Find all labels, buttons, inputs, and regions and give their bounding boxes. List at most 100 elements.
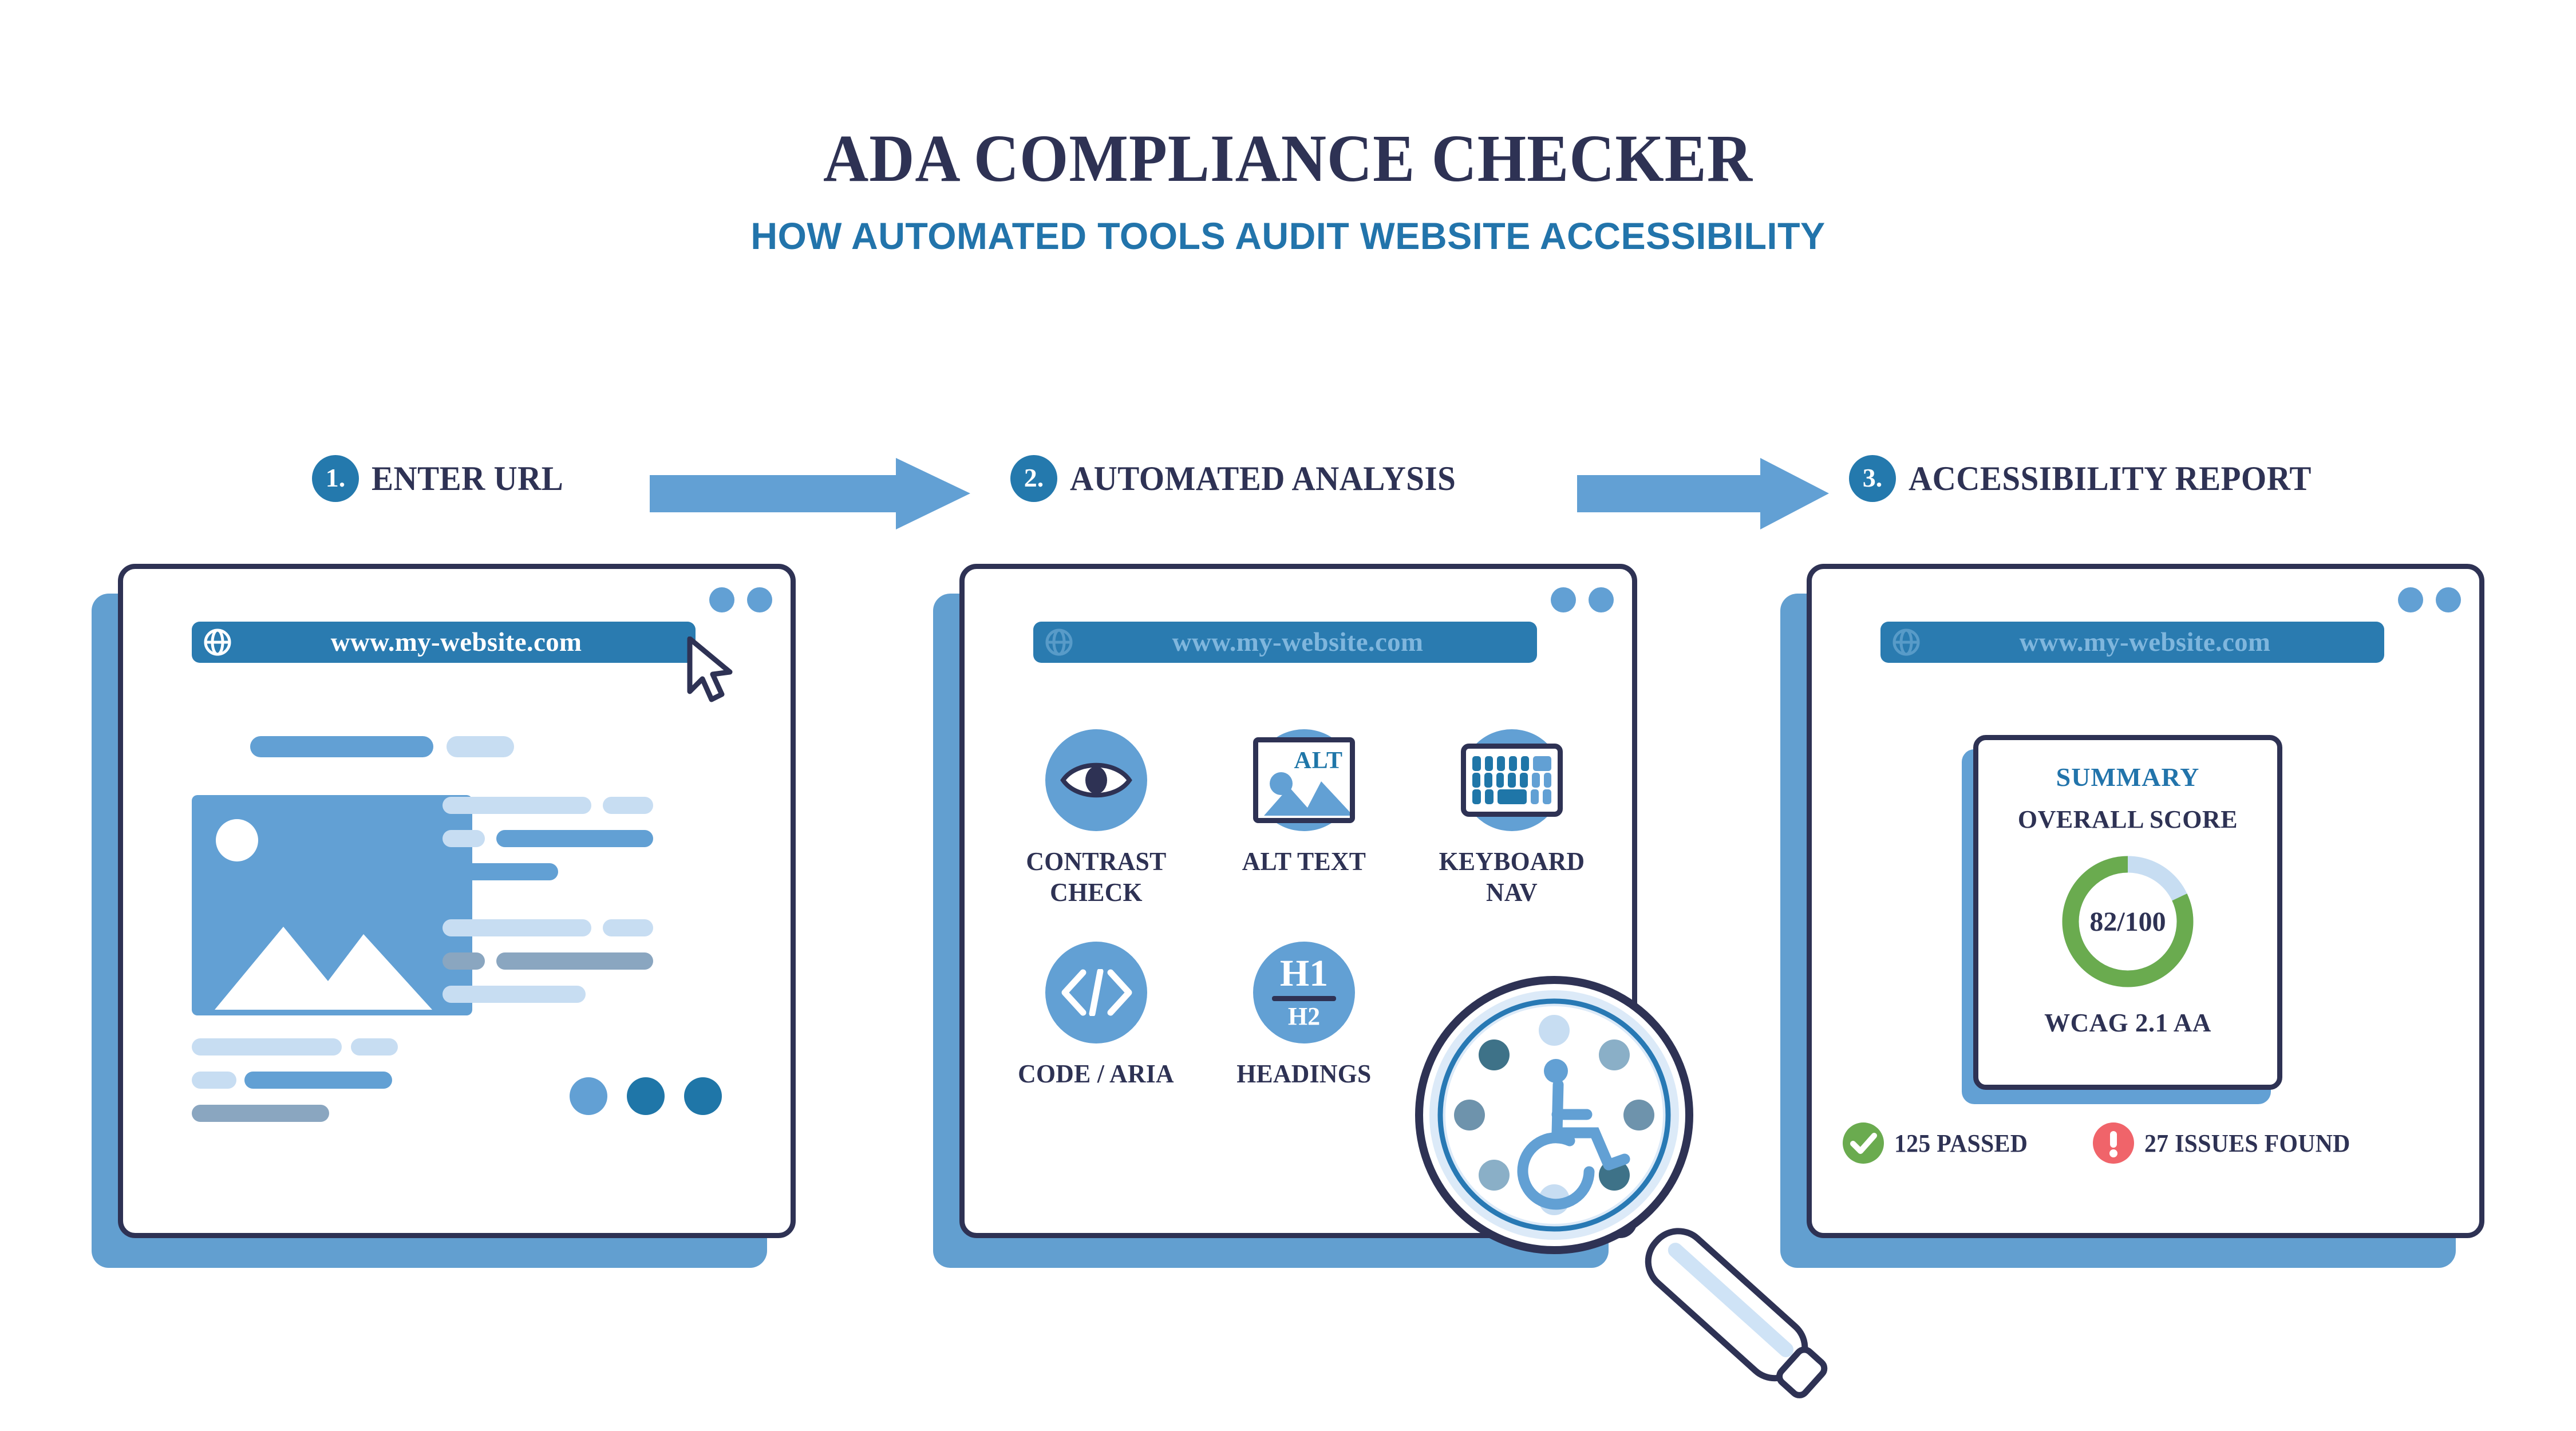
heading-h1-label: H1 xyxy=(1279,952,1329,995)
headings-icon: H1 H2 xyxy=(1253,941,1355,1043)
check-item-alt-text[interactable]: ALT ALT TEXT xyxy=(1215,729,1393,877)
page-dots xyxy=(570,1077,722,1115)
window-dot-1[interactable] xyxy=(1551,587,1576,612)
content-bar xyxy=(351,1038,398,1056)
heading-levels: H1 H2 xyxy=(1271,952,1336,1030)
url-text-2: www.my-website.com xyxy=(1172,627,1424,657)
check-item-keyboard-nav[interactable]: KEYBOARD NAV xyxy=(1423,729,1601,908)
step-label-3: ACCESSIBILITY REPORT xyxy=(1909,459,2312,497)
keyboard-circle xyxy=(1461,729,1563,831)
page-title: ADA COMPLIANCE CHECKER xyxy=(823,121,1753,196)
lens-dot xyxy=(1454,1100,1485,1130)
step-number-badge-2: 2. xyxy=(1010,455,1057,502)
flow-arrow-1 xyxy=(650,458,970,532)
check-label-code-aria: CODE / ARIA xyxy=(1018,1058,1174,1088)
content-bar xyxy=(244,1072,392,1089)
summary-title: SUMMARY xyxy=(2056,762,2200,792)
window-dot-1[interactable] xyxy=(2398,587,2423,612)
passed-count-label: 125 PASSED xyxy=(1894,1129,2028,1157)
overall-score-label: OVERALL SCORE xyxy=(2017,805,2238,833)
step-header-3: 3. ACCESSIBILITY REPORT xyxy=(1849,455,2333,502)
accessibility-wheelchair-icon xyxy=(1517,1059,1630,1210)
lens-dot xyxy=(1599,1039,1630,1070)
window-controls[interactable] xyxy=(2398,587,2461,612)
alt-badge-label: ALT xyxy=(1294,748,1343,774)
mountains-shape xyxy=(1263,781,1350,816)
check-item-contrast[interactable]: CONTRAST CHECK xyxy=(1008,729,1185,908)
content-bar xyxy=(192,1038,342,1056)
code-brackets-icon xyxy=(1045,941,1147,1043)
window-dot-2[interactable] xyxy=(1589,587,1614,612)
content-bar xyxy=(442,919,591,936)
content-bar xyxy=(496,952,653,970)
check-label-keyboard-nav: KEYBOARD NAV xyxy=(1439,847,1585,907)
window-controls[interactable] xyxy=(1551,587,1614,612)
globe-icon xyxy=(204,628,231,656)
lens-dot xyxy=(1623,1100,1654,1130)
window-dot-2[interactable] xyxy=(2436,587,2461,612)
score-donut-chart: 82/100 xyxy=(2056,850,2199,993)
issues-count-label: 27 ISSUES FOUND xyxy=(2144,1129,2351,1157)
keyboard-row xyxy=(1472,773,1552,788)
flow-arrow-2 xyxy=(1577,458,1829,532)
content-bar xyxy=(603,919,653,936)
window-dot-2[interactable] xyxy=(747,587,772,612)
content-bar xyxy=(442,863,558,880)
address-bar-3[interactable]: www.my-website.com xyxy=(1880,622,2384,663)
step-label-2: AUTOMATED ANALYSIS xyxy=(1070,459,1456,497)
page-dot-1[interactable] xyxy=(570,1077,607,1115)
globe-icon xyxy=(1893,628,1920,656)
check-circle-icon xyxy=(1843,1122,1884,1164)
checks-row-2: CODE / ARIA H1 H2 HEADINGS xyxy=(992,941,1616,1089)
step-number-badge-1: 1. xyxy=(312,455,359,502)
check-label-alt-text: ALT TEXT xyxy=(1242,847,1366,876)
check-item-code-aria[interactable]: CODE / ARIA xyxy=(1008,941,1185,1089)
report-stats-row: 125 PASSED 27 ISSUES FOUND xyxy=(1842,1121,2460,1165)
eye-icon xyxy=(1045,729,1147,831)
step-header-1: 1. ENTER URL xyxy=(312,455,574,502)
sun-shape xyxy=(216,819,258,861)
content-bar xyxy=(442,797,591,814)
check-item-headings[interactable]: H1 H2 HEADINGS xyxy=(1215,941,1393,1089)
globe-icon xyxy=(1045,628,1073,656)
content-bar xyxy=(442,830,485,847)
keyboard-row xyxy=(1472,756,1552,771)
window-dot-1[interactable] xyxy=(709,587,734,612)
url-text-3: www.my-website.com xyxy=(2019,627,2271,657)
content-bar xyxy=(447,736,514,757)
keyboard-icon xyxy=(1461,744,1563,817)
magnifying-glass-icon xyxy=(1414,970,1872,1405)
page-subtitle: HOW AUTOMATED TOOLS AUDIT WEBSITE ACCESS… xyxy=(750,215,1826,257)
image-placeholder-icon xyxy=(192,795,472,1015)
lens-dot xyxy=(1539,1015,1570,1046)
address-bar-1[interactable]: www.my-website.com xyxy=(192,622,696,663)
lens-dot xyxy=(1479,1039,1510,1070)
stat-issues: 27 ISSUES FOUND xyxy=(2092,1121,2361,1165)
checks-row-1: CONTRAST CHECK ALT ALT TEXT xyxy=(992,729,1616,908)
browser-card-1: www.my-website.com xyxy=(118,564,796,1238)
content-bar xyxy=(603,797,653,814)
window-controls[interactable] xyxy=(709,587,772,612)
content-bar xyxy=(442,952,485,970)
step-number-badge-3: 3. xyxy=(1849,455,1896,502)
heading-h2-label: H2 xyxy=(1287,1002,1321,1030)
infographic-header: ADA COMPLIANCE CHECKER HOW AUTOMATED TOO… xyxy=(0,0,2576,258)
page-dot-3[interactable] xyxy=(684,1077,722,1115)
url-text-1: www.my-website.com xyxy=(330,627,582,657)
wcag-standard-label: WCAG 2.1 AA xyxy=(2044,1009,2211,1037)
mouse-cursor-icon xyxy=(687,637,733,702)
browser-card-3: www.my-website.com SUMMARY OVERALL SCORE… xyxy=(1807,564,2484,1238)
keyboard-row xyxy=(1472,789,1552,804)
heading-divider xyxy=(1271,995,1336,1001)
step-label-1: ENTER URL xyxy=(372,459,564,497)
lens-dot xyxy=(1479,1160,1510,1191)
browser-window-enter-url: www.my-website.com xyxy=(92,564,796,1268)
alt-text-circle: ALT xyxy=(1253,729,1355,831)
alert-circle-icon xyxy=(2093,1122,2135,1164)
content-bar xyxy=(496,830,653,847)
browser-window-accessibility-report: www.my-website.com SUMMARY OVERALL SCORE… xyxy=(1780,564,2484,1268)
content-bar xyxy=(192,1105,329,1122)
image-alt-icon: ALT xyxy=(1253,737,1355,823)
page-dot-2[interactable] xyxy=(627,1077,665,1115)
address-bar-2[interactable]: www.my-website.com xyxy=(1033,622,1537,663)
